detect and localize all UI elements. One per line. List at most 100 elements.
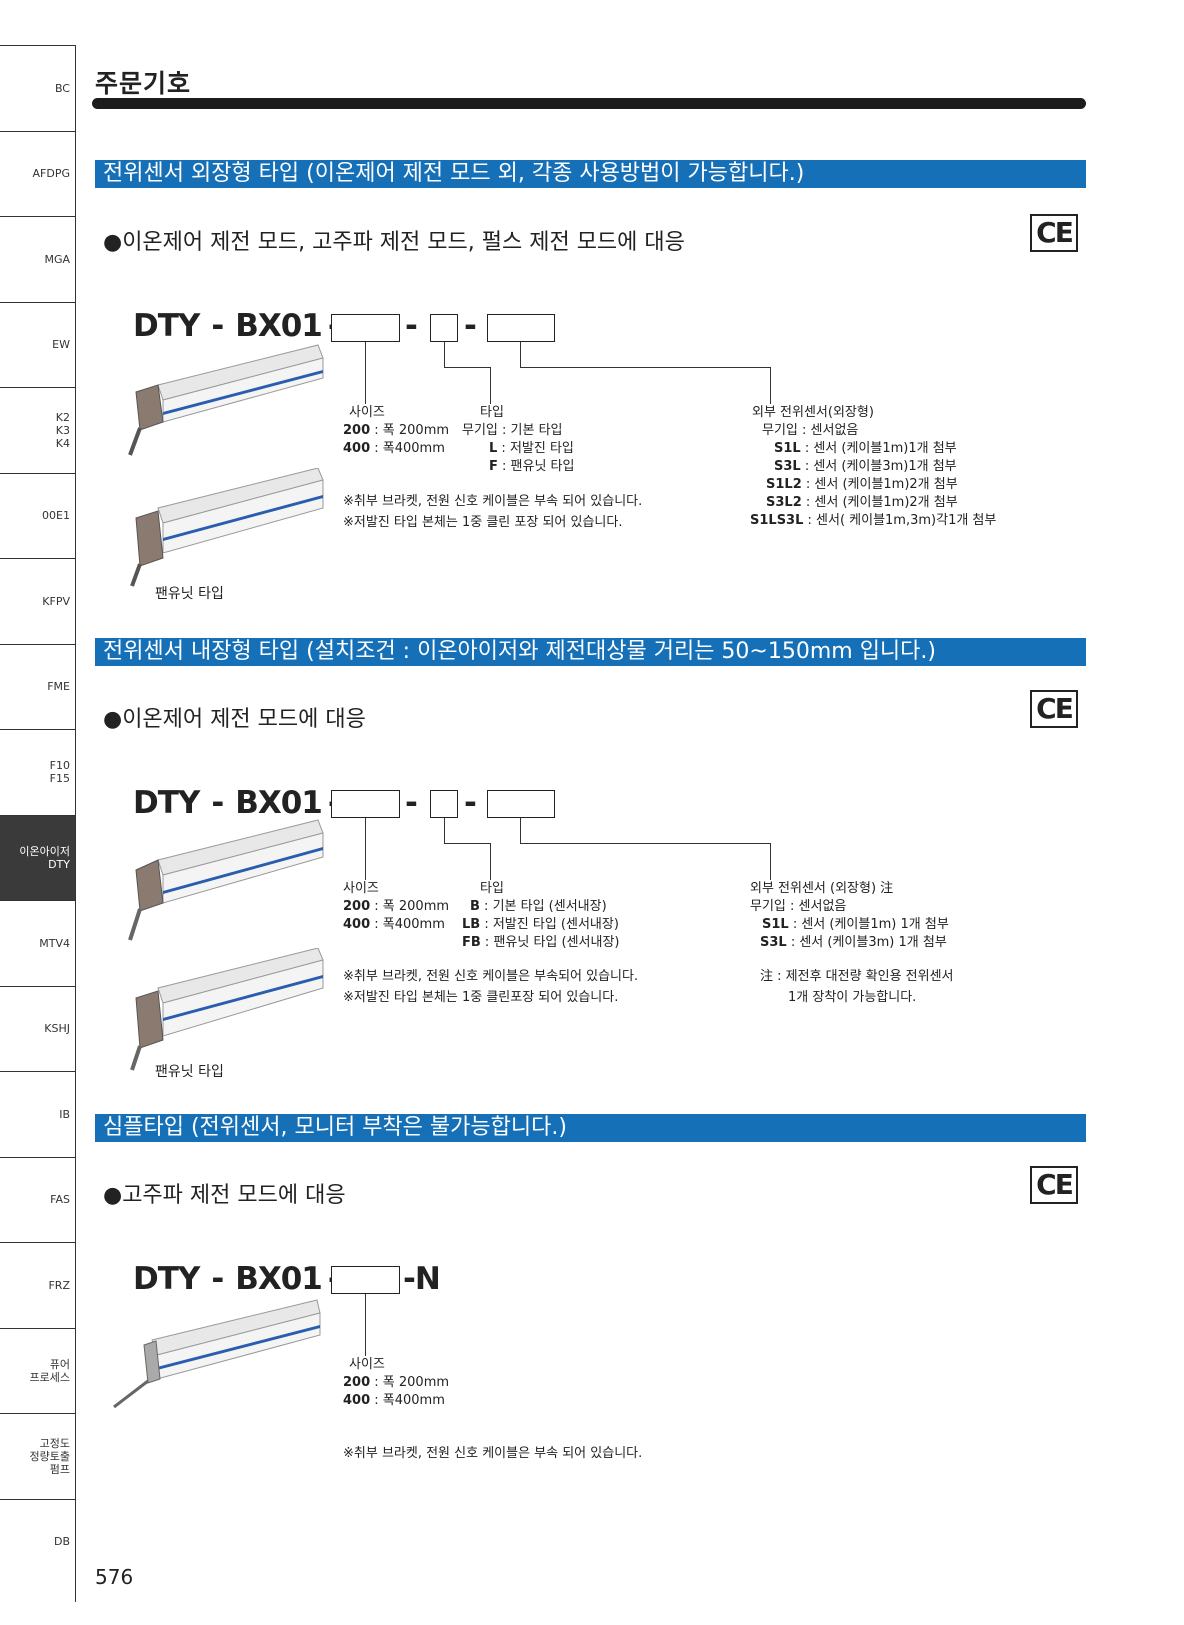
size-options: 사이즈 200 : 폭 200mm 400 : 폭400mm [343, 404, 449, 458]
type-options: 타입 B : 기본 타입 (센서내장) LB : 저발진 타입 (센서내장) F… [462, 880, 620, 952]
connector-line [490, 367, 491, 404]
sensor-row: S1L2 : 센서 (케이블1m)2개 첨부 [766, 477, 958, 492]
note-line: ※취부 브라켓, 전원 신호 케이블은 부속 되어 있습니다. [343, 494, 643, 509]
sensor-title: 외부 전위센서(외장형) [752, 405, 874, 420]
model-code: DTY-BX01- [133, 308, 341, 344]
size-row: 400 : 폭400mm [343, 1393, 445, 1408]
sidebar-tab[interactable]: FAS [0, 1156, 75, 1243]
size-row: 200 : 폭 200mm [343, 1375, 450, 1390]
model-prefix: DTY [133, 308, 200, 344]
image-caption: 팬유닛 타입 [155, 586, 224, 602]
section-header-external-sensor: 전위센서 외장형 타입 (이온제어 제전 모드 외, 각종 사용방법이 가능합니… [95, 160, 1086, 188]
size-row: 200 : 폭 200mm [343, 423, 450, 438]
sensor-code-box [487, 314, 555, 342]
type-options: 타입 무기입 : 기본 타입 L : 저발진 타입 F : 팬유닛 타입 [462, 404, 574, 476]
connector-line [365, 818, 366, 880]
connector-line [770, 843, 771, 880]
size-code-box [331, 790, 400, 818]
model-prefix: DTY [133, 1261, 200, 1297]
sidebar-tab[interactable]: BC [0, 45, 75, 131]
note-line: ※저발진 타입 본체는 1중 클린포장 되어 있습니다. [343, 990, 619, 1005]
connector-line [444, 342, 445, 367]
model-series: BX01 [235, 308, 323, 344]
sensor-row: S1L : 센서 (케이블1m)1개 첨부 [774, 441, 957, 456]
sensor-row: S1LS3L : 센서( 케이블1m,3m)각1개 첨부 [750, 513, 997, 528]
size-code-box [331, 314, 400, 342]
model-series: BX01 [235, 785, 323, 821]
sidebar-tab[interactable]: AFDPG [0, 130, 75, 217]
ionizer-product-image [128, 344, 324, 456]
size-title: 사이즈 [343, 881, 379, 896]
sidebar-tab[interactable]: MTV4 [0, 900, 75, 986]
sidebar-tab[interactable]: F10 F15 [0, 729, 75, 815]
ionizer-product-image [128, 819, 324, 941]
connector-line [520, 818, 521, 843]
connector-line [520, 342, 521, 367]
connector-line [770, 367, 771, 404]
sensor-title: 외부 전위센서 (외장형) 注 [750, 881, 894, 896]
section-subtitle: ●이온제어 제전 모드, 고주파 제전 모드, 펄스 제전 모드에 대응 [103, 230, 685, 255]
side-note: 注 : 제전후 대전량 확인용 전위센서 1개 장착이 가능합니다. [760, 966, 954, 1008]
sidebar-tab[interactable]: KFPV [0, 558, 75, 644]
connector-line [490, 843, 491, 880]
fan-unit-product-image [130, 468, 324, 587]
size-code-box [331, 1266, 400, 1294]
side-note-line: 注 : 제전후 대전량 확인용 전위센서 [760, 969, 954, 984]
note-line: ※저발진 타입 본체는 1중 클린 포장 되어 있습니다. [343, 515, 623, 530]
size-row: 400 : 폭400mm [343, 441, 445, 456]
sensor-options: 외부 전위센서 (외장형) 注 무기입 : 센서없음 S1L : 센서 (케이블… [750, 880, 949, 952]
sidebar-tab[interactable]: FME [0, 643, 75, 730]
sensor-row: 무기입 : 센서없음 [750, 899, 847, 914]
ionizer-product-image [113, 1299, 321, 1409]
model-suffix: -N [403, 1261, 441, 1297]
sidebar-tab[interactable]: K2 K3 K4 [0, 387, 75, 473]
page-title: 주문기호 [95, 69, 192, 98]
size-options: 사이즈 200 : 폭 200mm 400 : 폭400mm [343, 880, 449, 934]
sidebar-tab[interactable]: EW [0, 301, 75, 388]
size-row: 200 : 폭 200mm [343, 899, 450, 914]
type-code-box [430, 790, 458, 818]
sidebar-tab[interactable]: 00E1 [0, 472, 75, 559]
ce-mark-icon: CE [1030, 690, 1078, 728]
sensor-code-box [487, 790, 555, 818]
sidebar-tab[interactable]: KSHJ [0, 985, 75, 1072]
size-options: 사이즈 200 : 폭 200mm 400 : 폭400mm [343, 1356, 449, 1410]
type-row: FB : 팬유닛 타입 (센서내장) [462, 935, 620, 950]
model-code: DTY-BX01- [133, 1261, 341, 1297]
ce-mark-icon: CE [1030, 1166, 1078, 1204]
ce-mark-icon: CE [1030, 214, 1078, 252]
model-series: BX01 [235, 1261, 323, 1297]
notes: ※취부 브라켓, 전원 신호 케이블은 부속 되어 있습니다. ※저발진 타입 … [343, 491, 642, 533]
sensor-options: 외부 전위센서(외장형) 무기입 : 센서없음 S1L : 센서 (케이블1m)… [750, 404, 996, 530]
note-line: ※취부 브라켓, 전원 신호 케이블은 부속 되어 있습니다. [343, 1446, 643, 1461]
section-subtitle: ●고주파 제전 모드에 대응 [103, 1183, 346, 1208]
connector-line [444, 367, 490, 368]
image-caption: 팬유닛 타입 [155, 1064, 224, 1080]
section-subtitle: ●이온제어 제전 모드에 대응 [103, 707, 366, 732]
size-row: 400 : 폭400mm [343, 917, 445, 932]
connector-line [520, 367, 770, 368]
type-row: F : 팬유닛 타입 [489, 459, 575, 474]
sidebar-tab[interactable]: 고정도 정량토출 펌프 [0, 1413, 75, 1499]
connector-line [520, 843, 770, 844]
sidebar-tab[interactable]: 퓨어 프로세스 [0, 1327, 75, 1414]
notes: ※취부 브라켓, 전원 신호 케이블은 부속되어 있습니다. ※저발진 타입 본… [343, 966, 638, 1008]
connector-line [444, 818, 445, 843]
sidebar-tab[interactable]: IB [0, 1071, 75, 1157]
sidebar-tab[interactable]: FRZ [0, 1242, 75, 1328]
sensor-row: S3L2 : 센서 (케이블1m)2개 첨부 [766, 495, 958, 510]
sidebar-tab[interactable]: 이온아이저 DTY [0, 814, 75, 900]
sensor-row: 무기입 : 센서없음 [762, 423, 859, 438]
size-title: 사이즈 [349, 1357, 385, 1372]
section-header-simple: 심플타입 (전위센서, 모니터 부착은 불가능합니다.) [95, 1114, 1086, 1142]
type-row: 무기입 : 기본 타입 [462, 423, 563, 438]
title-rule [92, 98, 1086, 109]
sidebar-tab[interactable]: MGA [0, 216, 75, 302]
size-title: 사이즈 [349, 405, 385, 420]
notes: ※취부 브라켓, 전원 신호 케이블은 부속 되어 있습니다. [343, 1443, 642, 1464]
type-row: LB : 저발진 타입 (센서내장) [462, 917, 619, 932]
sensor-row: S3L : 센서 (케이블3m)1개 첨부 [774, 459, 957, 474]
section-header-internal-sensor: 전위센서 내장형 타입 (설치조건 : 이온아이저와 제전대상물 거리는 50~… [95, 638, 1086, 666]
sidebar-tab[interactable]: DB [0, 1498, 75, 1585]
